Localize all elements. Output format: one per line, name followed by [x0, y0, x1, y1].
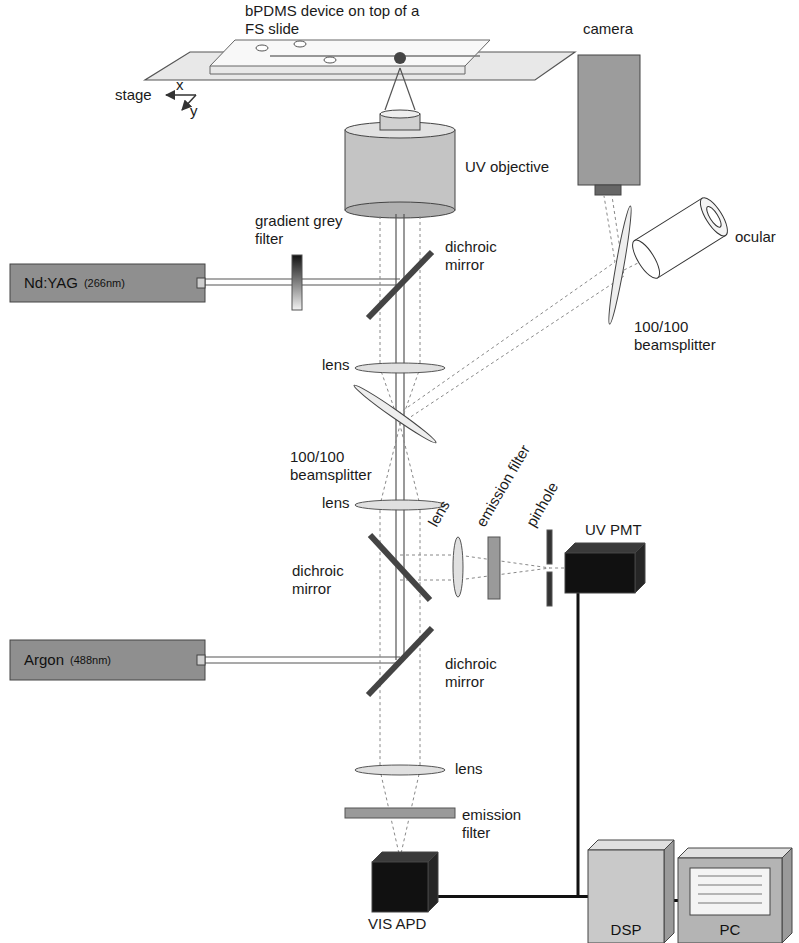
- ocular-tube: [628, 194, 733, 282]
- axis-label: x: [176, 76, 184, 94]
- axis-label: y: [190, 102, 198, 120]
- laser-box: Nd:YAG (266nm): [10, 264, 205, 302]
- lens-label: lens: [322, 356, 350, 374]
- emission-rays: [380, 196, 652, 858]
- lens-label: lens: [322, 494, 350, 512]
- device-label: bPDMS device on top of a FS slide: [245, 2, 420, 38]
- dichroic-mirrors: [368, 252, 432, 695]
- pmt-detector-outline: [565, 553, 635, 593]
- device-name: PC: [720, 921, 741, 939]
- device-name: UV PMT: [585, 521, 642, 539]
- uv-objective: [345, 110, 455, 218]
- pmt-detector: UV PMT: [565, 553, 635, 593]
- stage-label: stage: [115, 86, 152, 104]
- device-name: DSP: [611, 921, 642, 939]
- wavelength-note: (266nm): [84, 277, 125, 290]
- beamsplitter-label: 100/100 beamsplitter: [290, 448, 385, 484]
- filter-label: gradient grey filter: [255, 212, 355, 248]
- laser-box: Argon (488nm): [10, 640, 205, 680]
- device-name: Argon: [24, 651, 64, 669]
- mirror-label: dichroic mirror: [445, 655, 515, 691]
- wavelength-note: (488nm): [70, 654, 111, 667]
- filter-label: emission filter: [462, 806, 532, 842]
- fs-slide: [145, 40, 575, 80]
- pinhole-label: pinhole: [522, 479, 562, 530]
- beamsplitters: [352, 205, 635, 446]
- apd-detector-outline: [372, 862, 428, 912]
- gradient-filter: [292, 255, 302, 310]
- dsp-box: DSP: [588, 850, 664, 943]
- mirror-label: dichroic mirror: [445, 238, 515, 274]
- lens-label: lens: [455, 760, 483, 778]
- signal-wire: [578, 593, 588, 897]
- filters: [345, 530, 552, 818]
- camera-label: camera: [583, 20, 633, 38]
- mirror-label: dichroic mirror: [292, 562, 362, 598]
- beamsplitter-label: 100/100 beamsplitter: [634, 318, 734, 354]
- signal-wire: [428, 895, 588, 898]
- apd-detector: VIS APD: [372, 862, 428, 912]
- pc-box: PC: [678, 858, 782, 943]
- device-name: VIS APD: [368, 915, 426, 933]
- objective-label: UV objective: [465, 158, 549, 176]
- camera-body: [578, 55, 640, 195]
- ocular-label: ocular: [735, 228, 776, 246]
- device-name: Nd:YAG: [24, 274, 78, 292]
